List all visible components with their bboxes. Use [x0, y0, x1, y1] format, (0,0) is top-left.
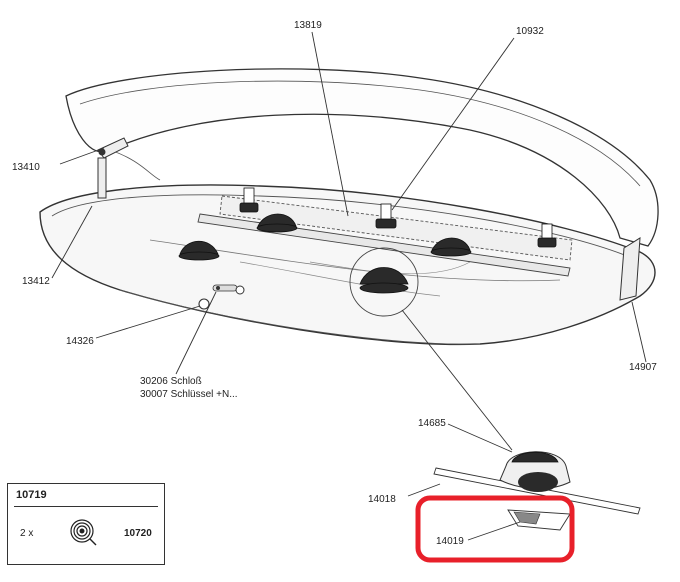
detail-assembly — [433, 451, 641, 531]
part-label-14907: 14907 — [629, 362, 657, 373]
legend-quantity: 2 x — [20, 528, 34, 539]
lid-liner-panel — [219, 195, 573, 261]
part-label-10932: 10932 — [516, 26, 544, 37]
mounting-domes — [178, 213, 472, 294]
lid-hinge — [97, 137, 129, 199]
part-label-13412: 13412 — [22, 276, 50, 287]
part-label-13819: 13819 — [294, 20, 322, 31]
tape-roll-icon — [70, 519, 97, 546]
part-label-14019: 14019 — [436, 536, 464, 547]
legend-divider — [14, 506, 158, 507]
lock-icon — [198, 284, 245, 310]
lid-clips — [239, 187, 557, 248]
part-label-13410: 13410 — [12, 162, 40, 173]
part-label-14326: 14326 — [66, 336, 94, 347]
highlight-box — [415, 495, 575, 563]
roof-box-lid — [65, 68, 659, 247]
lid-strut — [619, 237, 641, 301]
legend-title: 10719 — [16, 489, 47, 501]
leader-lines — [51, 31, 647, 541]
legend-code: 10720 — [124, 528, 152, 539]
detail-zoom-circle — [349, 247, 419, 317]
roof-box-base — [39, 184, 656, 346]
part-label-14018: 14018 — [368, 494, 396, 505]
legend-box: 10719 2 x 10720 — [7, 483, 165, 565]
part-label-30007: 30007 Schlüssel +N... — [140, 389, 238, 400]
part-label-14685: 14685 — [418, 418, 446, 429]
part-label-30206: 30206 Schloß — [140, 376, 202, 387]
